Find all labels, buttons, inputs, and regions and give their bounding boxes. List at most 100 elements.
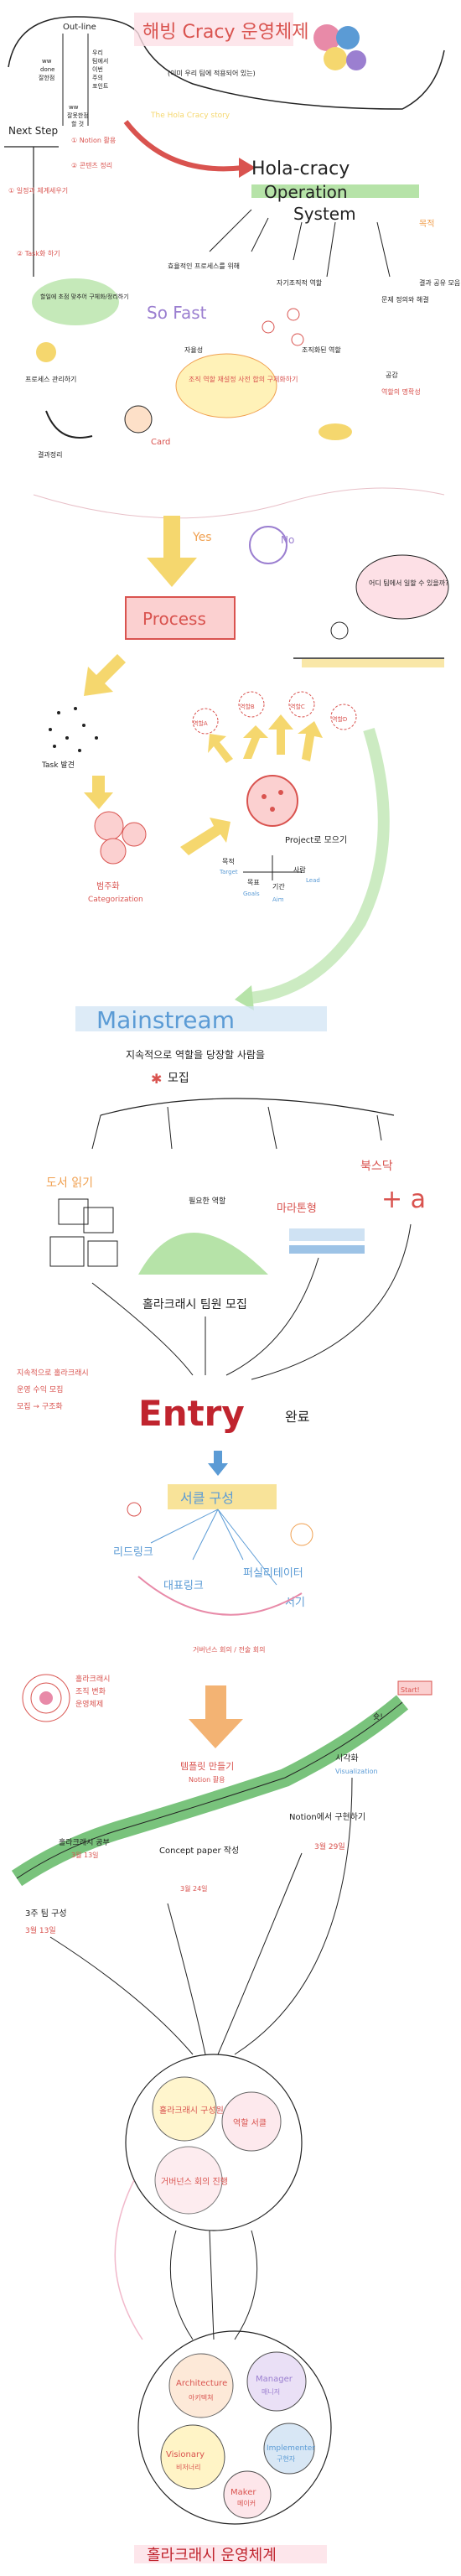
os-title-line3: System (293, 204, 356, 224)
palette-dot-blue (336, 26, 360, 49)
project-sub-2: 목표 (247, 879, 260, 886)
water-wave-1 (289, 1228, 365, 1241)
role-label-c: 역할C (290, 703, 305, 710)
os-section: Hola-cracy Operation System 목적 효율적인 프로세스… (124, 158, 460, 447)
up-arrow-icon-3 (298, 721, 323, 761)
task-dot (57, 711, 60, 714)
process-label: Process (142, 609, 206, 629)
inner-bottom-sub-5: 메이커 (237, 2499, 256, 2507)
timeline-left-note-2: 조직 변화 (75, 1687, 106, 1696)
os-branch-1 (209, 209, 252, 252)
recruit-branch-1 (91, 1114, 101, 1150)
inner-circle-architecture (168, 2353, 234, 2418)
col2-line-3: 이번 (92, 65, 103, 73)
os-branch-label-7: 결과 공유 모음 (419, 278, 460, 287)
project-sub-1: 목적 (222, 857, 235, 865)
role-circle-b (238, 691, 265, 718)
mainstream-call: 모집 (168, 1072, 189, 1085)
role-circle-d (330, 704, 357, 730)
circles-top-section: 홀라크래시 구성원 역할 서클 거버넌스 회의 진행 (114, 2054, 303, 2340)
role-circle-a (192, 708, 219, 735)
header-outline-curve (8, 16, 139, 68)
category-blob-1 (94, 811, 124, 841)
roles-bottom: 거버넌스 회의 / 전술 회의 (193, 1645, 265, 1654)
project-sub2-3: Aim (272, 896, 284, 903)
categorize-label-ko: 범주화 (96, 881, 120, 891)
network-node-1-icon (262, 320, 275, 334)
recruit-left-note-2: 운영 수익 모집 (17, 1384, 63, 1394)
lion-face-icon (290, 1523, 313, 1546)
recruit-branch-2 (167, 1106, 173, 1150)
inner-top-label-1: 홀라크래시 구성원 (159, 2105, 224, 2116)
card-label: Card (151, 438, 170, 447)
target-ring-outer (22, 1674, 70, 1722)
down-left-arrow-icon (84, 654, 126, 696)
os-title-highlight (251, 184, 419, 198)
inner-circle-top-2 (221, 2091, 282, 2152)
footer-title: 홀라크래시 운영체계 (147, 2547, 277, 2564)
category-blob-2 (122, 822, 147, 847)
project-sub2-1: Target (219, 869, 238, 875)
project-label: Project로 모으기 (285, 835, 347, 845)
option-role: 필요한 역할 (189, 1196, 225, 1206)
process-box (125, 596, 236, 640)
project-sub2-4: Lead (306, 877, 320, 884)
role-secretary: 서기 (285, 1597, 305, 1609)
os-bubble-bg (175, 353, 277, 418)
role-label-b: 역할B (240, 703, 255, 710)
converge-bottom-lines (169, 2230, 258, 2340)
option-reading: 도서 읽기 (46, 1176, 93, 1190)
next-step-branch (4, 146, 59, 277)
os-goal-label: 목적 (419, 219, 434, 229)
down-arrow-icon (84, 776, 113, 809)
recruit-umbrella-curve (100, 1098, 395, 1116)
template-down-arrow-icon (189, 1685, 243, 1748)
header-section: Out-line ww done 잘한점 우리 팀에서 이번 주의 포인트 ww… (4, 16, 445, 459)
outer-circle-top (125, 2054, 303, 2231)
smile-caption: 프로세스 관리하기 (25, 375, 76, 383)
converge-arrow-3 (225, 1257, 319, 1376)
role-facilitator: 퍼실리테이터 (243, 1567, 303, 1580)
milestone-3-date: 3월 24일 (180, 1884, 208, 1893)
timeline-left-note-3: 운영체제 (75, 1700, 103, 1709)
card-face-icon (124, 405, 153, 434)
green-arrow-head-icon (235, 985, 254, 1010)
outline-label: Out-line (63, 23, 96, 32)
network-node-2-icon (287, 308, 300, 321)
palette-dot-purple (346, 50, 366, 70)
project-tree (243, 855, 302, 880)
milestone-4-date: 3월 29일 (314, 1841, 345, 1852)
curl-arrow-icon (45, 410, 93, 439)
converge-line-1 (49, 1936, 194, 2055)
milestone-1-label: 3주 팀 구성 (25, 1909, 67, 1919)
decision-section: Yes No 어디 팀에서 일할 수 있을까? Process (125, 516, 449, 667)
faded-caption: The Hola Cracy story (150, 112, 230, 120)
inner-top-label-2: 역할 서클 (233, 2118, 267, 2128)
milestone-2-date: 3월 13일 (71, 1851, 99, 1859)
no-label: No (281, 534, 294, 546)
mainstream-highlight (75, 1006, 327, 1031)
os-branch-2 (251, 217, 269, 252)
inner-circle-maker (223, 2470, 272, 2519)
title-highlight (134, 13, 293, 46)
role-circle-c (288, 691, 315, 718)
book-icon-3 (49, 1236, 85, 1267)
inner-bottom-sub-4: 구현자 (277, 2455, 296, 2463)
timeline-left-note-1: 홀라크래시 (75, 1674, 110, 1684)
inner-bottom-label-3: Visionary (166, 2450, 205, 2459)
star-icon: ✱ (151, 1071, 162, 1087)
circle-structure-highlight (168, 1484, 277, 1509)
inner-bottom-sub-2: 매니저 (262, 2387, 280, 2396)
os-bubble-text: 조직 역할 재설정 사전 합의 구체화하기 (189, 375, 298, 383)
task-left-2: ② Task화 하기 (17, 249, 60, 257)
milestone-2-label: 홀라크래시 공부 (59, 1837, 110, 1847)
pink-link-arrow (114, 2179, 143, 2340)
task-dot (53, 745, 56, 748)
role-label-d: 역할D (332, 715, 347, 723)
role-label-a: 역할A (193, 719, 208, 727)
task-dot (95, 736, 98, 740)
up-arrow-icon-4 (208, 734, 233, 763)
milestone-5-label: 시각화 (335, 1753, 359, 1763)
ground-highlight (302, 659, 444, 667)
col3-line-2: 잘못한점 (67, 112, 89, 119)
